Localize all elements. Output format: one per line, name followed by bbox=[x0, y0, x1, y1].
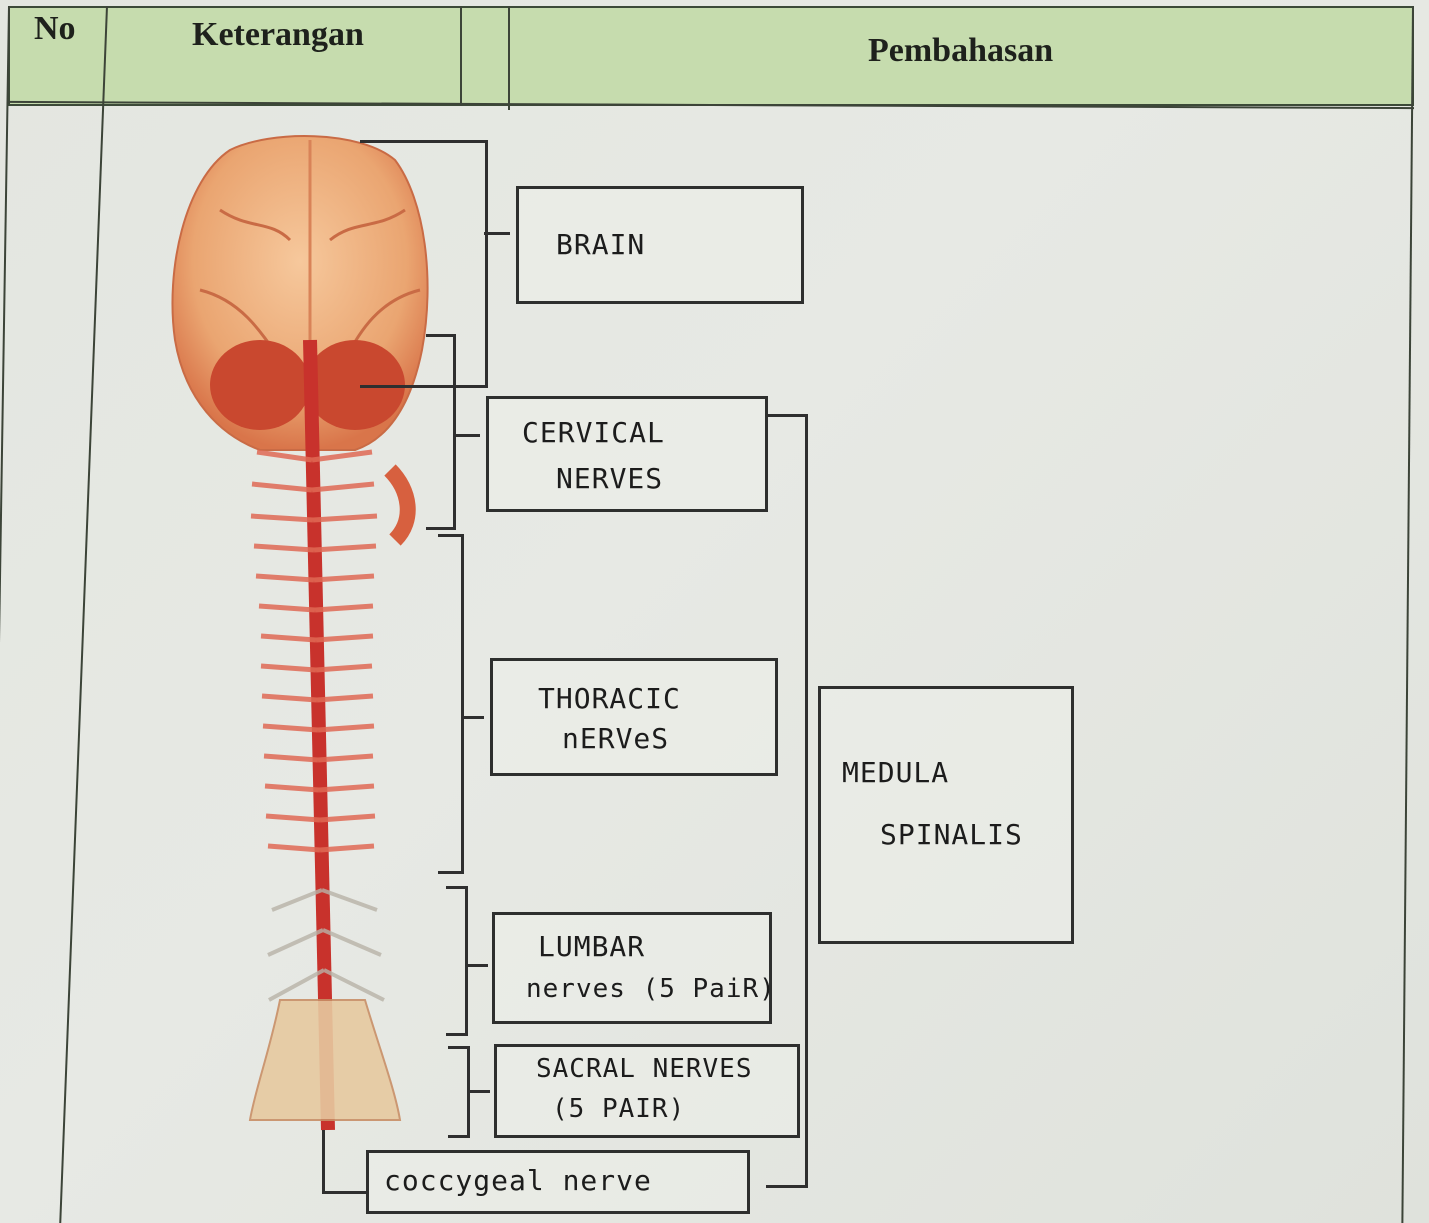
label-brain: BRAIN bbox=[556, 228, 645, 261]
table-border-right bbox=[1401, 6, 1414, 1223]
label-box-medula bbox=[818, 686, 1074, 944]
lumbar-bracket bbox=[446, 886, 468, 1036]
cervical-bracket bbox=[426, 334, 456, 530]
thoracic-bracket-tick bbox=[462, 716, 484, 719]
table-divider-header-b bbox=[508, 6, 510, 110]
thoracic-bracket bbox=[438, 534, 464, 874]
label-sacral-line1: SACRAL NERVES bbox=[536, 1054, 753, 1084]
label-box-lumbar bbox=[492, 912, 772, 1024]
label-lumbar-line2: nerves (5 PaiR) bbox=[526, 974, 776, 1004]
lumbar-bracket-tick bbox=[466, 964, 488, 967]
header-no: No bbox=[34, 10, 76, 48]
header-pembahasan: Pembahasan bbox=[868, 32, 1053, 70]
sacral-bracket-tick bbox=[468, 1090, 490, 1093]
label-box-thoracic bbox=[490, 658, 778, 776]
label-medula-line2: SPINALIS bbox=[880, 818, 1023, 851]
label-cervical-line2: NERVES bbox=[556, 462, 663, 495]
brain-bracket bbox=[360, 140, 488, 388]
table-divider-header-a bbox=[460, 6, 462, 106]
label-sacral-line2: (5 PAIR) bbox=[552, 1094, 685, 1124]
sacral-bracket bbox=[448, 1046, 470, 1138]
table-divider-no bbox=[59, 6, 108, 1223]
label-medula-line1: MEDULA bbox=[842, 756, 949, 789]
label-cervical-line1: CERVICAL bbox=[522, 416, 665, 449]
coccygeal-connector bbox=[322, 1130, 368, 1194]
label-coccygeal: coccygeal nerve bbox=[384, 1164, 652, 1197]
label-lumbar-line1: LUMBAR bbox=[538, 930, 645, 963]
brain-bracket-tick bbox=[484, 232, 510, 235]
label-thoracic-line1: THORACIC bbox=[538, 682, 681, 715]
table-border-left bbox=[0, 6, 10, 1223]
label-thoracic-line2: nERVeS bbox=[562, 722, 669, 755]
cervical-bracket-tick bbox=[454, 434, 480, 437]
header-keterangan: Keterangan bbox=[192, 16, 364, 54]
